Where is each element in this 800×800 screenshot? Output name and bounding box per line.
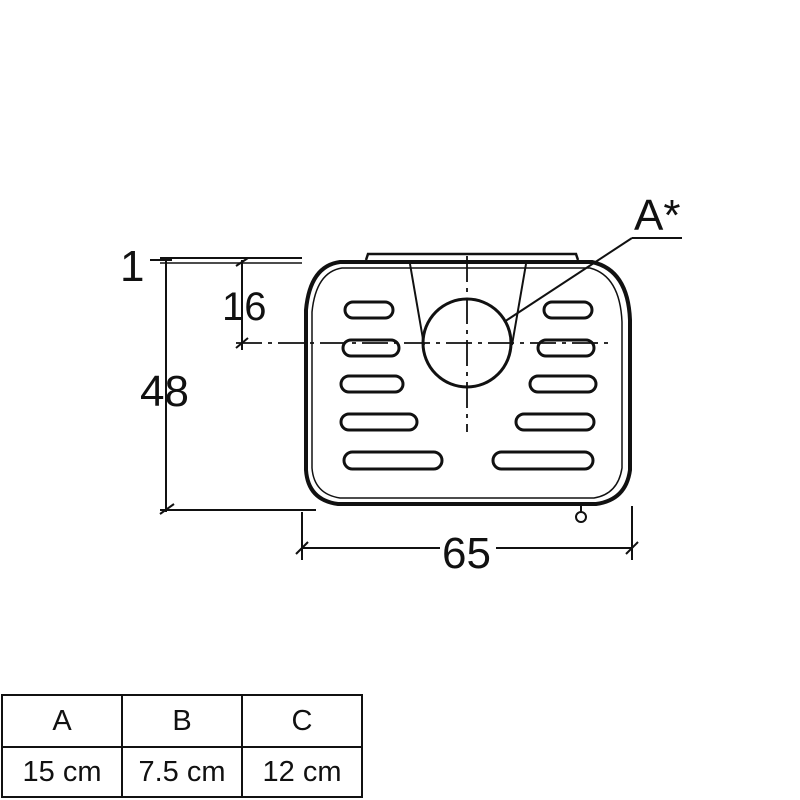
spec-table: A B C 15 cm 7.5 cm 12 cm — [1, 694, 363, 798]
ventilation-slots-right — [491, 300, 598, 471]
vent-slot — [339, 412, 419, 432]
height-dimension — [150, 257, 316, 515]
foot-knob — [575, 511, 587, 523]
spec-value-a: 15 cm — [1, 746, 123, 798]
height-label: 48 — [140, 367, 189, 416]
ventilation-slots-left — [339, 300, 444, 471]
width-label: 65 — [442, 529, 491, 578]
vent-slot — [339, 374, 405, 394]
top-plate — [364, 252, 580, 261]
spec-value-c: 12 cm — [241, 746, 363, 798]
center-offset-label: 16 — [222, 285, 267, 329]
spec-table-value-row: 15 cm 7.5 cm 12 cm — [1, 746, 363, 798]
flue-collar — [409, 263, 527, 346]
top-offset-label: 1 — [120, 242, 144, 291]
spec-table-header-row: A B C — [1, 694, 363, 748]
vent-slot — [341, 338, 401, 358]
vent-slot — [528, 374, 598, 394]
center-offset-dimension — [235, 257, 249, 350]
vent-slot — [343, 300, 395, 320]
flue-label: A* — [634, 191, 680, 240]
vent-slot — [342, 450, 444, 471]
vent-slot — [514, 412, 596, 432]
stove-body-inner-outline — [311, 267, 623, 499]
vent-slot — [536, 338, 596, 358]
stove-body-outline — [304, 260, 632, 506]
flue-leader — [503, 237, 682, 323]
vent-slot — [491, 450, 595, 471]
width-dimension — [295, 506, 639, 560]
spec-header-b: B — [121, 694, 243, 748]
spec-value-b: 7.5 cm — [121, 746, 243, 798]
vent-slot — [542, 300, 594, 320]
spec-header-c: C — [241, 694, 363, 748]
spec-header-a: A — [1, 694, 123, 748]
